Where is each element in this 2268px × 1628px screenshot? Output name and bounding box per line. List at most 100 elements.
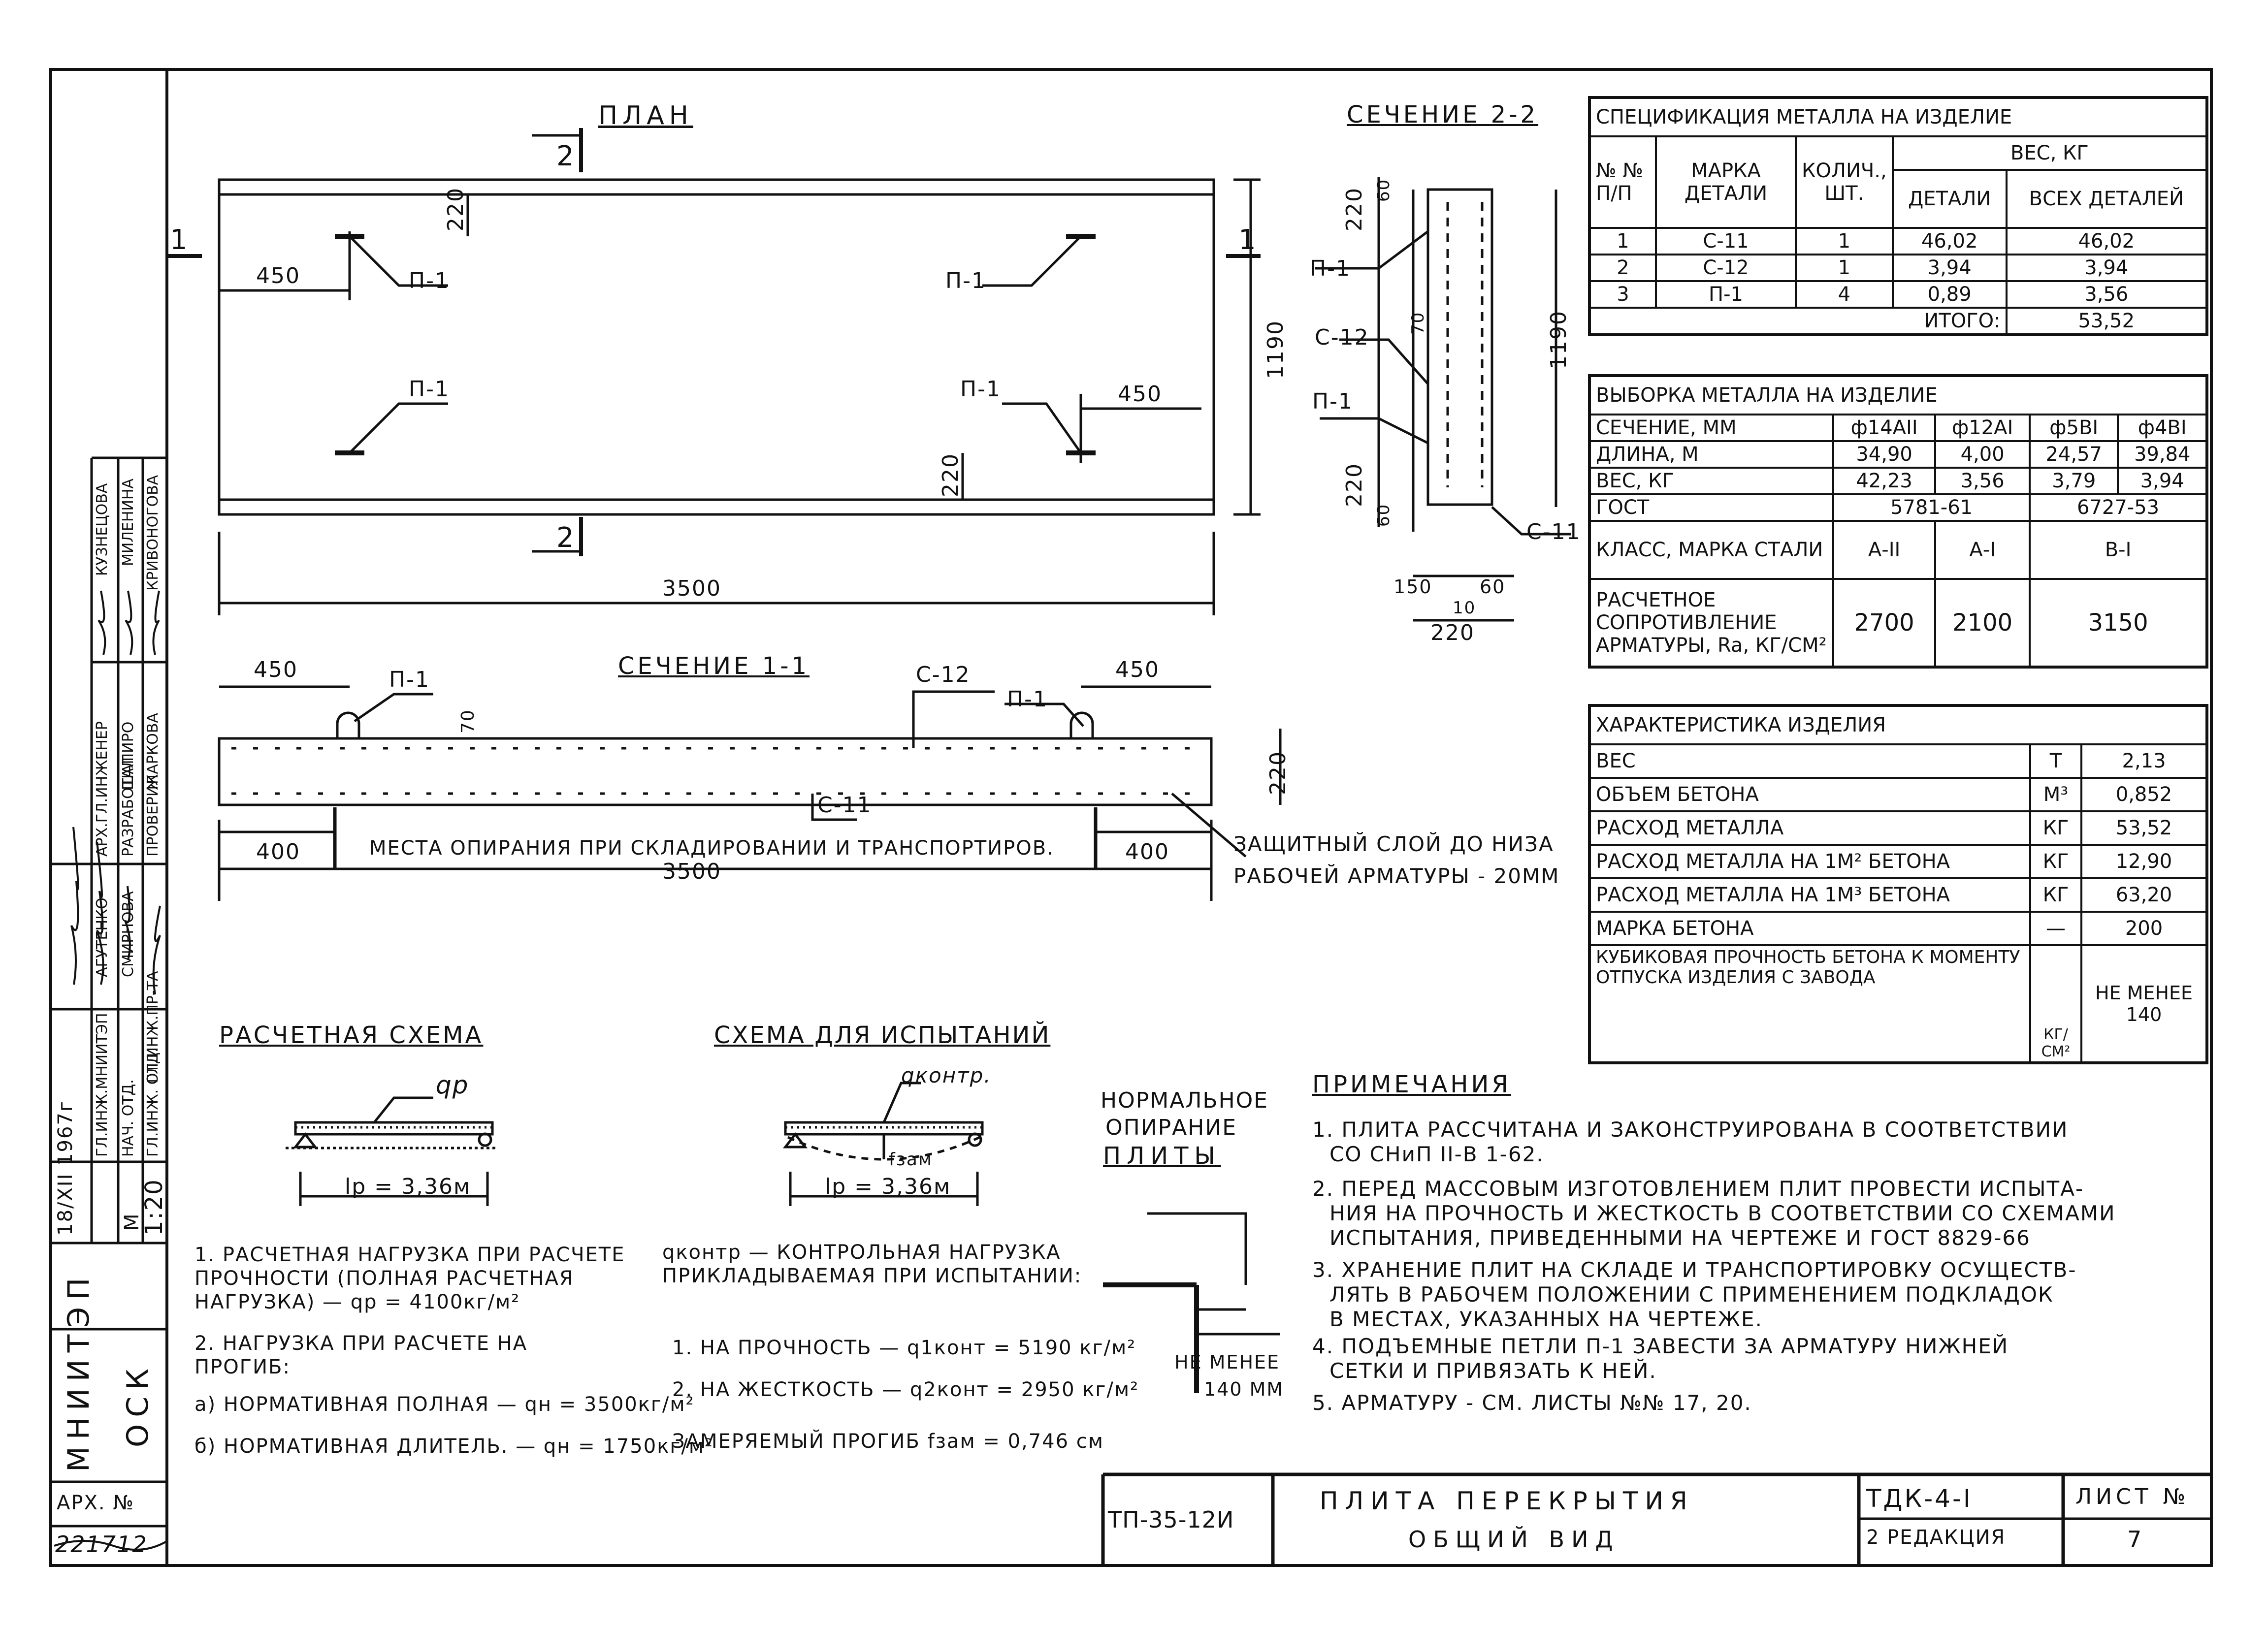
spec-cell: 46,02	[1891, 227, 2008, 255]
spec-cell: С-11	[1655, 227, 1797, 255]
plan-loop-label: П-1	[945, 268, 986, 293]
calc-span: lр = 3,36м	[345, 1174, 471, 1199]
section11-dim-450-left: 450	[254, 657, 298, 682]
spec-cell: 2	[1588, 254, 1657, 282]
sheet-frame	[49, 68, 2213, 1567]
section11-dim-220: 220	[1265, 751, 1291, 795]
note-line: В МЕСТАХ, УКАЗАННЫХ НА ЧЕРТЕЖЕ.	[1329, 1307, 1763, 1331]
spec-h-all: ВСЕХ ДЕТАЛЕЙ	[2005, 169, 2208, 229]
char-last-unit: КГ/СМ²	[2029, 944, 2082, 1064]
calc-title: РАСЧЕТНАЯ СХЕМА	[219, 1021, 484, 1049]
spec-cell: 0,89	[1891, 280, 2008, 309]
spec-cell: 1	[1588, 227, 1657, 255]
test-load: qконтр.	[901, 1063, 992, 1087]
spec-cell: 46,02	[2005, 227, 2208, 255]
plan-section-mark-left: 1	[170, 224, 189, 256]
sample-gost-a: 5781-61	[1832, 493, 2031, 522]
sample-h-resist: РАСЧЕТНОЕ СОПРОТИВЛЕНИЕ АРМАТУРЫ, Ra, КГ…	[1588, 578, 1834, 668]
spec-cell: 3,56	[2005, 280, 2208, 309]
spec-cell: 3,94	[2005, 254, 2208, 282]
support-title-1: НОРМАЛЬНОЕ	[1101, 1088, 1269, 1113]
section22-dim: 220	[1430, 620, 1475, 645]
sample-weight: 3,79	[2029, 467, 2119, 495]
sample-col: ф14АII	[1832, 414, 1937, 442]
section11-cover-note-1: ЗАЩИТНЫЙ СЛОЙ ДО НИЗА	[1233, 832, 1554, 856]
sample-col: ф5BI	[2029, 414, 2119, 442]
char-value: 63,20	[2080, 877, 2208, 913]
char-unit: —	[2029, 911, 2082, 946]
section22-label: П-1	[1310, 256, 1351, 281]
note-line: 3. ХРАНЕНИЕ ПЛИТ НА СКЛАДЕ И ТРАНСПОРТИР…	[1312, 1258, 2077, 1282]
section11-label: П-1	[389, 667, 430, 692]
section22-dim: 1190	[1546, 310, 1571, 369]
sample-resist: 3150	[2029, 578, 2208, 668]
section22-dim: 70	[1408, 311, 1428, 335]
plan-dim-1190: 1190	[1263, 320, 1288, 379]
plan-section2-bottom: 2	[556, 522, 575, 554]
section11-dim-400-left: 400	[256, 839, 300, 864]
char-label: МАРКА БЕТОНА	[1588, 911, 2031, 946]
plan-loop-label: П-1	[409, 268, 450, 293]
support-title-3: ПЛИТЫ	[1103, 1142, 1221, 1170]
stamp-name: ЖАРКОВА	[144, 713, 162, 790]
sample-class: А-I	[1934, 520, 2031, 580]
section11-cover-note-2: РАБОЧЕЙ АРМАТУРЫ - 20ММ	[1233, 864, 1560, 888]
plan-section2-top: 2	[556, 140, 575, 172]
plan-dim-220-bottom: 220	[938, 453, 963, 497]
spec-cell: 1	[1795, 254, 1894, 282]
spec-h-qty: КОЛИЧ., ШТ.	[1795, 135, 1894, 229]
section22-dim: 150	[1393, 576, 1432, 598]
sample-weight: 3,94	[2117, 467, 2208, 495]
tb-project: ТП-35-12И	[1108, 1506, 1234, 1533]
calc-load: qр	[436, 1071, 469, 1099]
spec-cell: 3	[1588, 280, 1657, 309]
test-n2: 2. НА ЖЕСТКОСТЬ — q2конт = 2950 кг/м²	[672, 1378, 1139, 1401]
spec-cell: П-1	[1655, 280, 1797, 309]
sample-h-class: КЛАСС, МАРКА СТАЛИ	[1588, 520, 1834, 580]
plan-loop-label: П-1	[960, 377, 1001, 402]
test-n1: 1. НА ПРОЧНОСТЬ — q1конт = 5190 кг/м²	[672, 1337, 1136, 1359]
stamp-role: НАЧ. ОТД.	[120, 1079, 137, 1157]
stamp-name: КРИВОНОГОВА	[144, 475, 162, 591]
note-line: 5. АРМАТУРУ - СМ. ЛИСТЫ №№ 17, 20.	[1312, 1391, 1752, 1415]
calc-note2a: а) НОРМАТИВНАЯ ПОЛНАЯ — qн = 3500кг/м²	[194, 1393, 695, 1416]
char-label: ОБЪЕМ БЕТОНА	[1588, 777, 2031, 812]
sample-class: В-I	[2029, 520, 2208, 580]
test-span: lр = 3,36м	[825, 1174, 951, 1199]
stamp-role: ГЛ.ИНЖ.ПР-ТА	[144, 971, 162, 1083]
section11-label: С-11	[817, 793, 872, 818]
stamp-name: АГУТЕНКО	[94, 897, 111, 977]
char-unit: КГ	[2029, 877, 2082, 913]
section11-dim-3500: 3500	[662, 859, 721, 884]
sample-resist: 2700	[1832, 578, 1937, 668]
sample-weight: 42,23	[1832, 467, 1937, 495]
plan-loop-label: П-1	[409, 377, 450, 402]
plan-title: ПЛАН	[598, 101, 693, 130]
char-table: ХАРАКТЕРИСТИКА ИЗДЕЛИЯ ВЕС Т 2,13 ОБЪЕМ …	[1588, 704, 2208, 1064]
spec-table-title: СПЕЦИФИКАЦИЯ МЕТАЛЛА НА ИЗДЕЛИЕ	[1588, 96, 2208, 137]
plan-dim-450-left: 450	[256, 263, 300, 288]
calc-note1: 1. РАСЧЕТНАЯ НАГРУЗКА ПРИ РАСЧЕТЕ ПРОЧНО…	[194, 1244, 625, 1313]
char-unit: Т	[2029, 743, 2082, 779]
note-line: ИСПЫТАНИЯ, ПРИВЕДЕННЫМИ НА ЧЕРТЕЖЕ И ГОС…	[1329, 1226, 2031, 1250]
note-line: 4. ПОДЪЕМНЫЕ ПЕТЛИ П-1 ЗАВЕСТИ ЗА АРМАТУ…	[1312, 1334, 2009, 1358]
char-table-title: ХАРАКТЕРИСТИКА ИЗДЕЛИЯ	[1588, 704, 2208, 745]
section22-dim: 60	[1374, 178, 1393, 202]
section22-dim: 60	[1374, 503, 1393, 527]
sample-length: 4,00	[1934, 440, 2031, 469]
char-label: РАСХОД МЕТАЛЛА НА 1М³ БЕТОНА	[1588, 877, 2031, 913]
spec-h-mark: МАРКА ДЕТАЛИ	[1655, 135, 1797, 229]
char-unit: КГ	[2029, 810, 2082, 846]
tb-edition: 2 РЕДАКЦИЯ	[1866, 1526, 2006, 1549]
sample-table: ВЫБОРКА МЕТАЛЛА НА ИЗДЕЛИЕ СЕЧЕНИЕ, ММ ф…	[1588, 374, 2208, 669]
stamp-name: КУЗНЕЦОВА	[94, 483, 111, 576]
support-title-2: ОПИРАНИЕ	[1105, 1115, 1237, 1140]
calc-note2b: б) НОРМАТИВНАЯ ДЛИТЕЛЬ. — qн = 1750кг/м²	[194, 1435, 714, 1458]
stamp-date: 18/XII 1967г	[54, 1100, 77, 1236]
note-line: 1. ПЛИТА РАССЧИТАНА И ЗАКОНСТРУИРОВАНА В…	[1312, 1117, 2069, 1142]
notes-title: ПРИМЕЧАНИЯ	[1312, 1071, 1511, 1098]
spec-total-label: ИТОГО:	[1588, 307, 2008, 336]
spec-h-weight: ВЕС, КГ	[1891, 135, 2208, 171]
sample-h-gost: ГОСТ	[1588, 493, 1834, 522]
